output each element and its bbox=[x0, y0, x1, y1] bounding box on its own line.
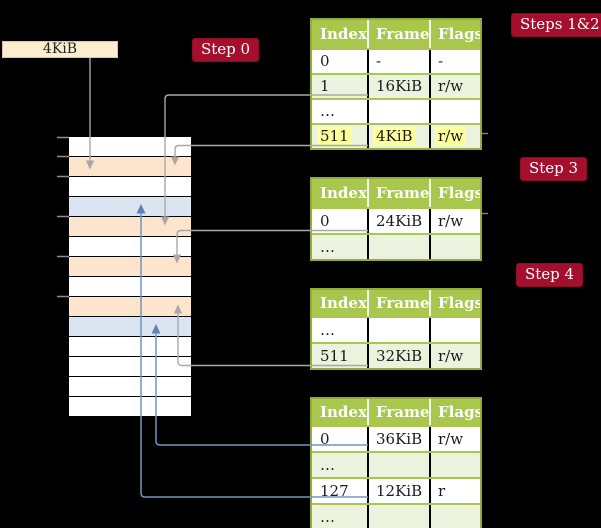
header-frame: Frame bbox=[367, 290, 429, 316]
cell-index: 511 bbox=[320, 347, 349, 365]
step3-label: Step 3 bbox=[520, 157, 588, 181]
header-frame: Frame bbox=[367, 20, 429, 48]
cell-index: … bbox=[320, 102, 335, 120]
cell-frame: 16KiB bbox=[367, 75, 429, 98]
header-flags: Flags bbox=[429, 179, 480, 207]
step0-label: Step 0 bbox=[192, 38, 260, 62]
cell-index: 0 bbox=[320, 212, 330, 230]
table-row: 511 32KiB r/w bbox=[312, 342, 480, 368]
cell-index: … bbox=[320, 508, 335, 526]
memory-cell-10 bbox=[69, 337, 191, 356]
cell-flags bbox=[429, 318, 480, 342]
table-row-recursive-entry: 511 4KiB r/w bbox=[312, 123, 480, 148]
cell-flags: r/w bbox=[429, 427, 480, 451]
step4-label: Step 4 bbox=[516, 263, 584, 287]
cell-flags bbox=[429, 100, 480, 123]
table-row: … bbox=[312, 316, 480, 342]
memory-column bbox=[69, 137, 191, 417]
highlighted-value: 511 bbox=[317, 127, 352, 145]
cell-index: 127 bbox=[320, 482, 349, 500]
memory-cell-2 bbox=[69, 177, 191, 196]
table-row: … bbox=[312, 98, 480, 123]
memory-cell-1 bbox=[69, 157, 191, 176]
cell-index: … bbox=[320, 321, 335, 339]
memory-cell-3 bbox=[69, 197, 191, 216]
cell-frame: 24KiB bbox=[367, 209, 429, 233]
cell-frame bbox=[367, 318, 429, 342]
cell-frame: 32KiB bbox=[367, 344, 429, 368]
header-index: Index bbox=[320, 403, 367, 421]
table-row: 127 12KiB r bbox=[312, 477, 480, 503]
memory-cell-8 bbox=[69, 297, 191, 316]
row-reference-dashes bbox=[482, 132, 488, 215]
cell-flags: r/w bbox=[429, 75, 480, 98]
cell-flags: - bbox=[429, 50, 480, 73]
memory-cell-13 bbox=[69, 397, 191, 416]
page-table-3: Index Frame Flags … 511 32KiB r/w bbox=[310, 288, 482, 370]
page-table-2: Index Frame Flags 0 24KiB r/w … bbox=[310, 177, 482, 261]
memory-cell-5 bbox=[69, 237, 191, 256]
cell-index: … bbox=[320, 456, 335, 474]
header-index: Index bbox=[320, 294, 367, 312]
cell-index: 0 bbox=[320, 52, 330, 70]
memory-cell-12 bbox=[69, 377, 191, 396]
cell-index: … bbox=[320, 238, 335, 256]
header-frame: Frame bbox=[367, 179, 429, 207]
table-header-row: Index Frame Flags bbox=[312, 179, 480, 207]
frame-boundary-ticks bbox=[57, 136, 69, 298]
highlighted-value: 4KiB bbox=[373, 127, 416, 145]
table-row: 0 - - bbox=[312, 48, 480, 73]
steps12-label: Steps 1&2 bbox=[511, 13, 601, 37]
cell-frame bbox=[367, 453, 429, 477]
header-flags: Flags bbox=[429, 290, 480, 316]
page-table-1: Index Frame Flags 0 - - 1 16KiB r/w … 51… bbox=[310, 18, 482, 150]
cell-flags: r/w bbox=[429, 125, 480, 148]
cell-frame: 36KiB bbox=[367, 427, 429, 451]
table-row: 0 36KiB r/w bbox=[312, 425, 480, 451]
table-header-row: Index Frame Flags bbox=[312, 399, 480, 425]
cell-index: 0 bbox=[320, 430, 330, 448]
cell-frame: 4KiB bbox=[367, 125, 429, 148]
memory-cell-6 bbox=[69, 257, 191, 276]
highlighted-value: r/w bbox=[435, 127, 467, 145]
cell-frame bbox=[367, 235, 429, 259]
cell-flags bbox=[429, 453, 480, 477]
memory-cell-0 bbox=[69, 137, 191, 156]
table-row: … bbox=[312, 233, 480, 259]
cell-index: 1 bbox=[320, 77, 330, 95]
table-header-row: Index Frame Flags bbox=[312, 290, 480, 316]
table-row: 0 24KiB r/w bbox=[312, 207, 480, 233]
table-row: 1 16KiB r/w bbox=[312, 73, 480, 98]
cell-index: 511 bbox=[312, 125, 367, 148]
table-row: … bbox=[312, 503, 480, 528]
cell-flags: r/w bbox=[429, 344, 480, 368]
memory-cell-7 bbox=[69, 277, 191, 296]
cell-frame bbox=[367, 505, 429, 528]
cell-frame bbox=[367, 100, 429, 123]
cell-frame: - bbox=[367, 50, 429, 73]
header-index: Index bbox=[320, 25, 367, 43]
frame-size-box: 4KiB bbox=[2, 41, 118, 58]
header-index: Index bbox=[320, 184, 367, 202]
cell-flags bbox=[429, 235, 480, 259]
page-table-4: Index Frame Flags 0 36KiB r/w … 127 12Ki… bbox=[310, 397, 482, 528]
header-flags: Flags bbox=[429, 20, 480, 48]
table-header-row: Index Frame Flags bbox=[312, 20, 480, 48]
cell-flags: r/w bbox=[429, 209, 480, 233]
memory-cell-11 bbox=[69, 357, 191, 376]
memory-cell-9 bbox=[69, 317, 191, 336]
memory-cell-4 bbox=[69, 217, 191, 236]
cell-flags bbox=[429, 505, 480, 528]
table-row: … bbox=[312, 451, 480, 477]
cell-frame: 12KiB bbox=[367, 479, 429, 503]
cell-flags: r bbox=[429, 479, 480, 503]
header-frame: Frame bbox=[367, 399, 429, 425]
header-flags: Flags bbox=[429, 399, 480, 425]
